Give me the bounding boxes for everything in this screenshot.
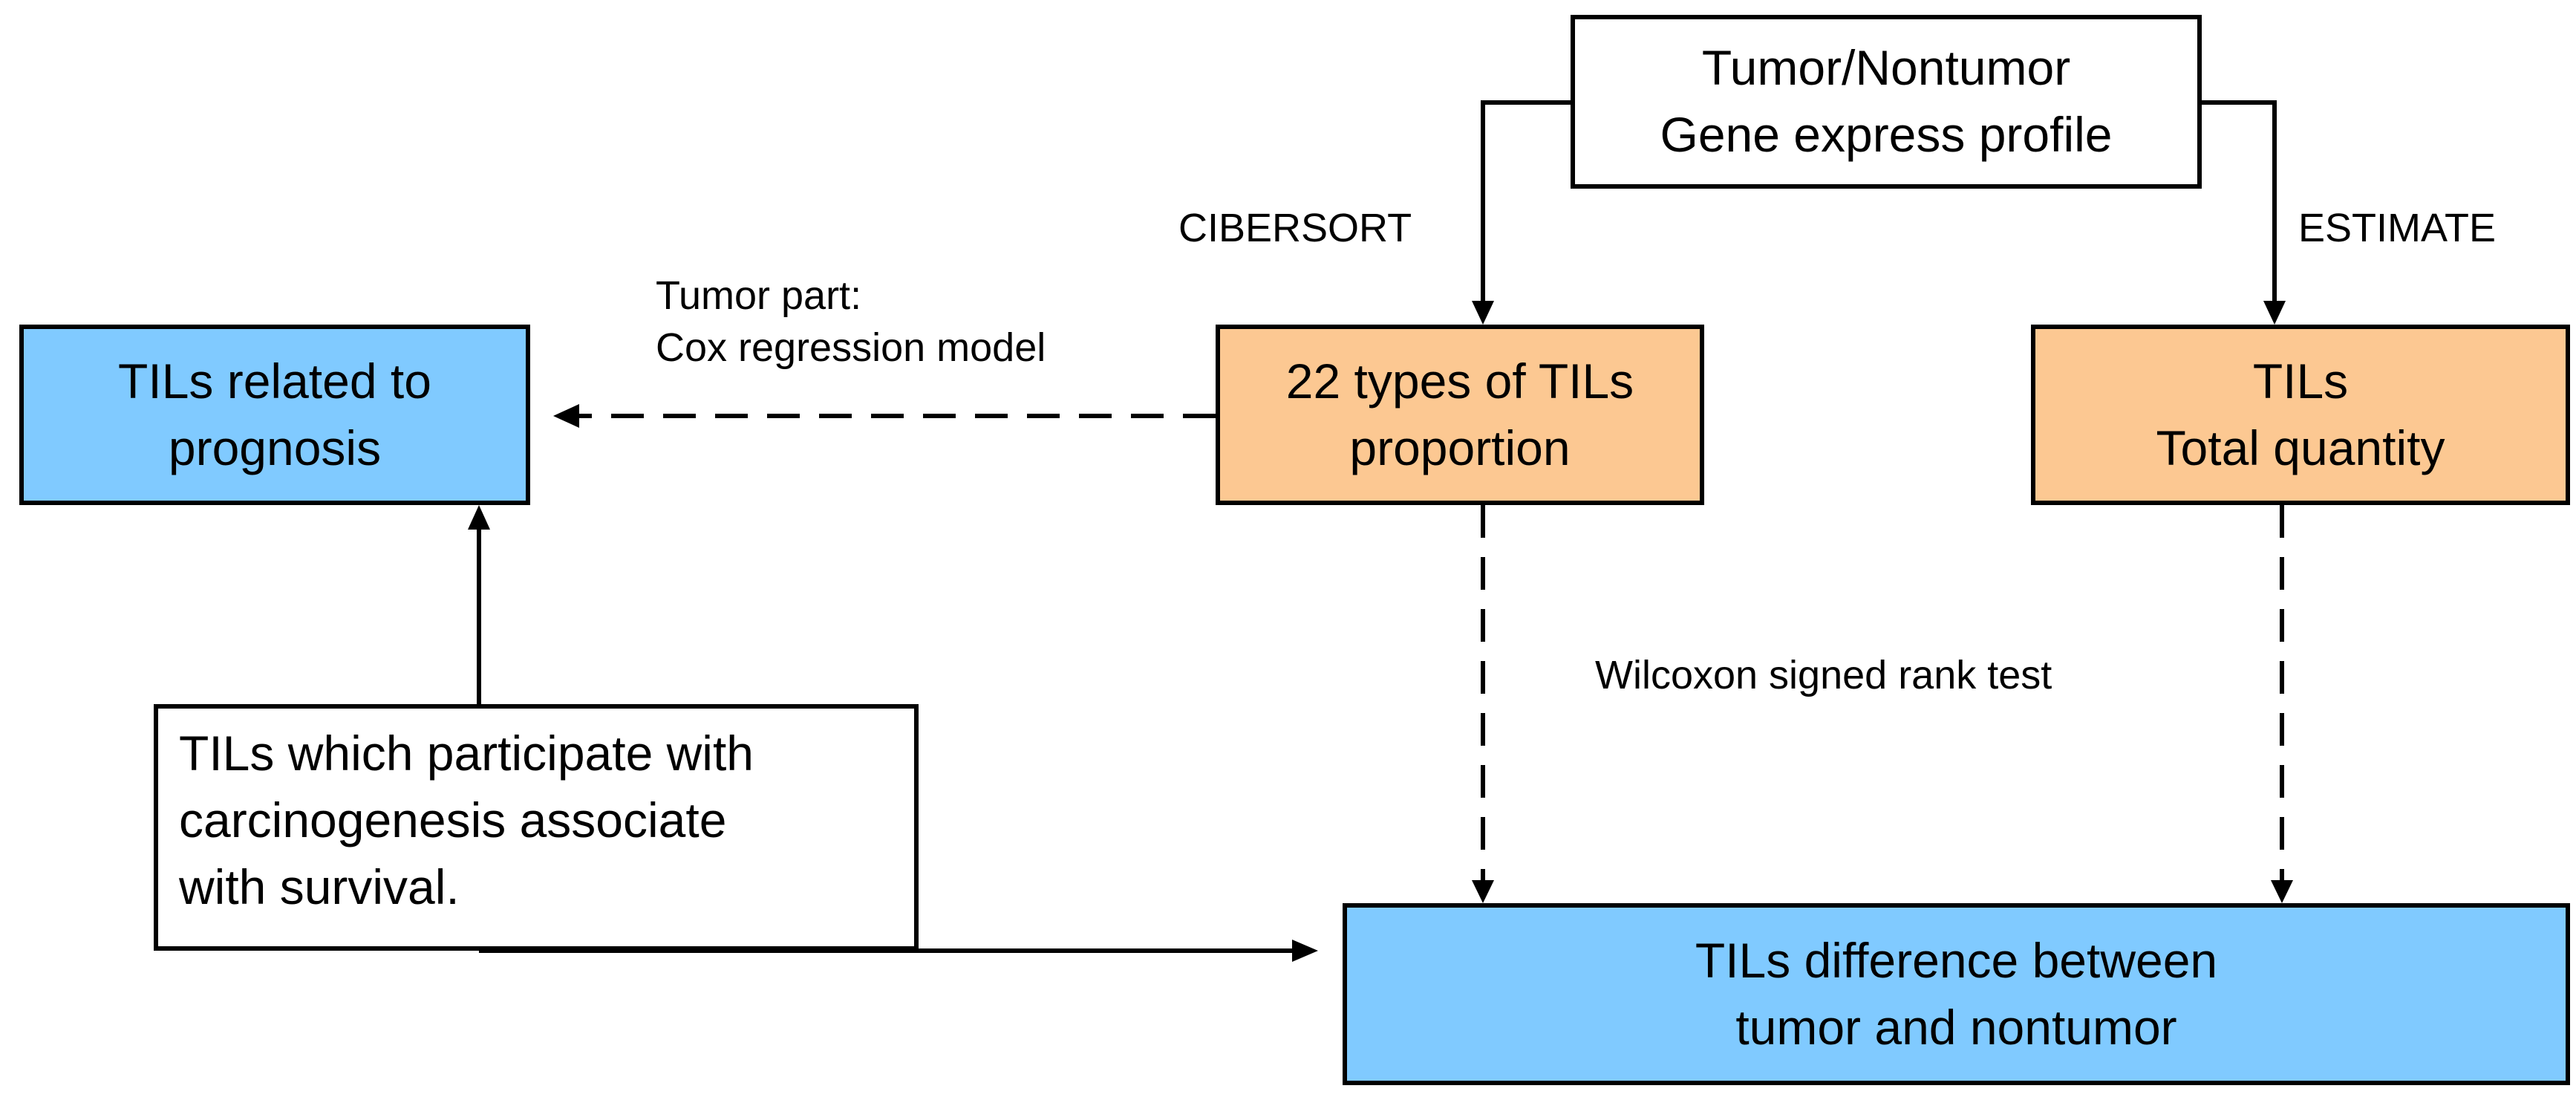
node-prognosis-line-2: prognosis bbox=[168, 420, 382, 475]
node-tils-types: 22 types of TILs proportion bbox=[1216, 325, 1704, 505]
node-carcinogenesis-line-3: with survival. bbox=[179, 859, 460, 914]
arrowhead-difference-left bbox=[1472, 880, 1494, 903]
arrowhead-tils-types bbox=[1472, 301, 1494, 325]
label-tumor-part: Tumor part: Cox regression model bbox=[656, 270, 1046, 374]
arrowhead-difference-right bbox=[2271, 880, 2293, 903]
node-difference-line-2: tumor and nontumor bbox=[1735, 999, 2177, 1055]
arrowhead-difference-from-left bbox=[1292, 940, 1318, 962]
node-profile-line-2: Gene express profile bbox=[1660, 107, 2113, 162]
arrowhead-tils-total bbox=[2263, 301, 2286, 325]
arrowhead-prognosis-up bbox=[468, 505, 490, 530]
node-profile-line-1: Tumor/Nontumor bbox=[1701, 40, 2071, 96]
node-difference-line-1: TILs difference between bbox=[1695, 932, 2218, 988]
label-cibersort: CIBERSORT bbox=[1178, 206, 1412, 250]
arrowhead-prognosis-left bbox=[553, 404, 579, 428]
label-estimate: ESTIMATE bbox=[2298, 206, 2497, 250]
node-profile: Tumor/Nontumor Gene express profile bbox=[1571, 15, 2202, 189]
node-tils-total: TILs Total quantity bbox=[2031, 325, 2570, 505]
node-difference: TILs difference between tumor and nontum… bbox=[1343, 903, 2570, 1085]
label-tumor-part-line-2: Cox regression model bbox=[656, 325, 1046, 371]
label-tumor-part-line-1: Tumor part: bbox=[656, 273, 862, 318]
node-carcinogenesis: TILs which participate with carcinogenes… bbox=[154, 704, 919, 951]
node-tils-total-line-2: Total quantity bbox=[2156, 420, 2445, 475]
node-carcinogenesis-line-2: carcinogenesis associate bbox=[179, 792, 727, 847]
edge-profile-to-tils-types bbox=[1481, 100, 1571, 316]
node-tils-types-line-2: proportion bbox=[1349, 420, 1571, 475]
label-wilcoxon: Wilcoxon signed rank test bbox=[1595, 653, 2052, 697]
node-prognosis-line-1: TILs related to bbox=[118, 353, 431, 409]
node-tils-types-line-1: 22 types of TILs bbox=[1285, 353, 1634, 409]
node-carcinogenesis-line-1: TILs which participate with bbox=[179, 726, 754, 781]
node-tils-total-line-1: TILs bbox=[2252, 353, 2349, 409]
node-prognosis: TILs related to prognosis bbox=[19, 325, 530, 505]
edge-profile-to-tils-total bbox=[2202, 100, 2277, 316]
